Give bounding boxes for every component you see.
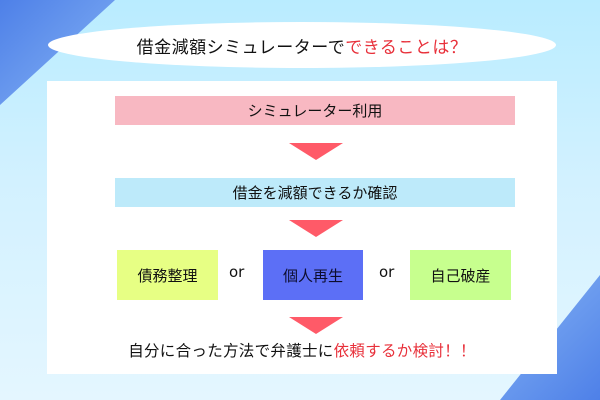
title-text: 借金減額シミュレーターで: [136, 37, 346, 58]
down-arrow-icon: [289, 143, 343, 160]
conclusion-text: 自分に合った方法で弁護士に依頼するか検討！！: [47, 339, 557, 361]
title-accent-text: できることは？: [345, 37, 468, 58]
option-personal-rehabilitation: 個人再生: [263, 250, 363, 300]
flow-panel: シミュレーター利用 借金を減額できるか確認 債務整理 or 個人再生 or 自己…: [47, 81, 557, 374]
down-arrow-icon: [289, 220, 343, 237]
option-debt-consolidation: 債務整理: [117, 250, 218, 300]
conclusion-main: 自分に合った方法で弁護士に: [128, 342, 334, 360]
or-connector: or: [229, 263, 245, 281]
step-simulator-use: シミュレーター利用: [115, 96, 515, 125]
option-bankruptcy: 自己破産: [410, 250, 511, 300]
step-check-reduction: 借金を減額できるか確認: [115, 178, 515, 207]
page-title: 借金減額シミュレーターでできることは？: [48, 22, 556, 68]
down-arrow-icon: [289, 317, 343, 334]
conclusion-accent: 依頼するか検討！！: [333, 342, 476, 360]
or-connector: or: [379, 263, 395, 281]
